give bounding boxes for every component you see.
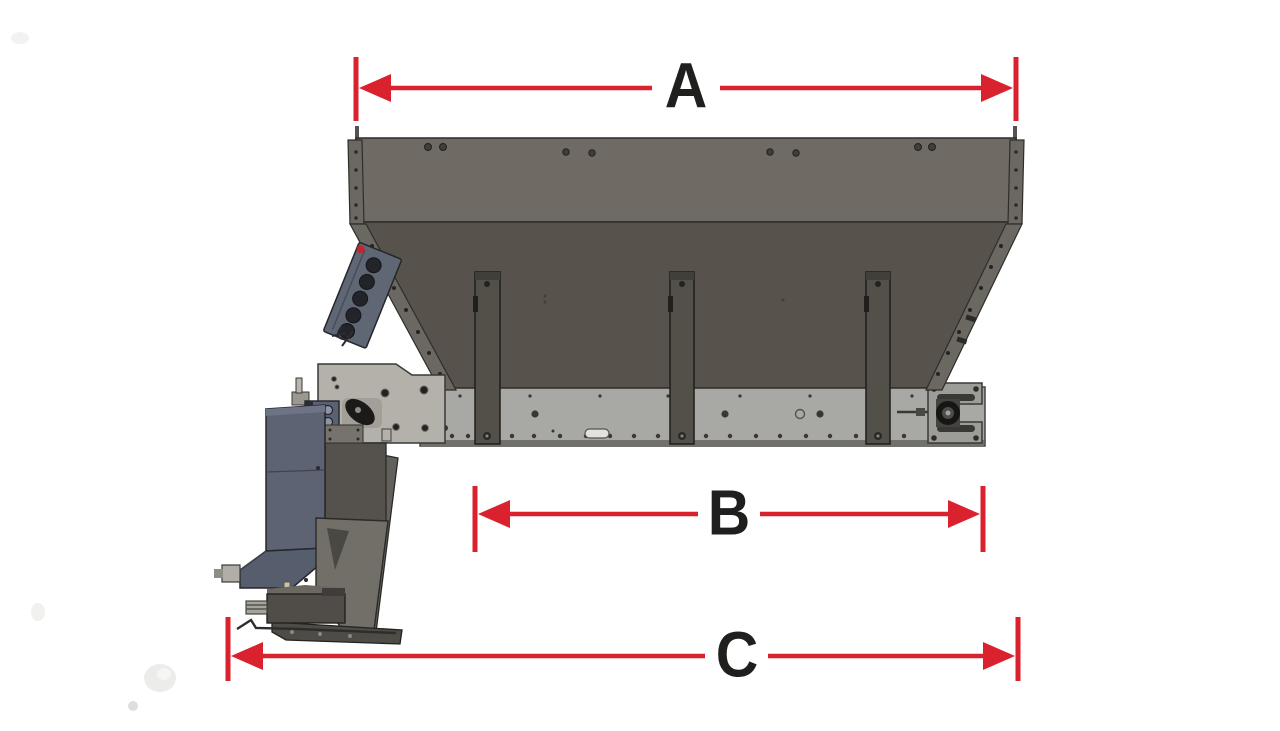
trough-keyhole-mark — [794, 408, 806, 420]
hydraulic-valve-block — [323, 242, 403, 349]
skid-foot — [271, 621, 403, 645]
dimension-c-label: C — [715, 618, 759, 691]
trough-bolts — [442, 394, 914, 439]
deflector-blade — [236, 618, 397, 635]
spout-end-cap — [221, 564, 241, 583]
dimension-a-arrowhead-left — [359, 74, 391, 102]
background-smudges — [11, 32, 176, 711]
gusset-cutout — [327, 528, 349, 570]
support-straps — [473, 271, 891, 445]
spout-nub — [214, 569, 223, 578]
housing-pin — [295, 377, 303, 394]
flange-bolts-vertical — [354, 150, 1018, 220]
hopper-corner-pin-right — [1013, 126, 1017, 140]
hopper-right-slant-flange — [925, 223, 1023, 391]
dimension-b-arrowhead-left — [478, 500, 510, 528]
dimension-c-arrowhead-right — [983, 642, 1015, 670]
take-up-nut — [916, 408, 925, 416]
trough-bottom-edge — [421, 440, 984, 446]
valve-block-red-cap — [356, 245, 365, 254]
discharge-chute-assembly — [214, 404, 403, 645]
housing-bolts — [331, 376, 429, 432]
dimension-b-label: B — [707, 476, 751, 549]
chute-back-panel — [324, 442, 387, 524]
hopper-corner-pin-left — [355, 126, 359, 140]
lower-panel-specks — [543, 294, 785, 304]
trough-slot — [584, 428, 610, 439]
conveyor-trough — [419, 386, 986, 447]
chute-spout — [239, 547, 326, 589]
hopper-top-bolts — [424, 143, 936, 157]
spinner-left-extension — [245, 600, 268, 615]
spinner-motor-box — [266, 593, 346, 624]
dimension-a-arrowhead-right — [981, 74, 1013, 102]
dimension-c — [225, 617, 1021, 681]
dimension-a — [353, 57, 1019, 121]
valve-block-fittings — [331, 325, 354, 347]
support-strap — [668, 271, 695, 445]
support-strap — [473, 271, 501, 445]
dimension-c-arrowhead-left — [231, 642, 263, 670]
dimension-b-arrowhead-right — [948, 500, 980, 528]
dimension-b — [472, 486, 986, 552]
idler-bearing-assembly — [897, 382, 983, 444]
dimension-a-label: A — [664, 49, 708, 122]
support-strap — [864, 271, 891, 445]
